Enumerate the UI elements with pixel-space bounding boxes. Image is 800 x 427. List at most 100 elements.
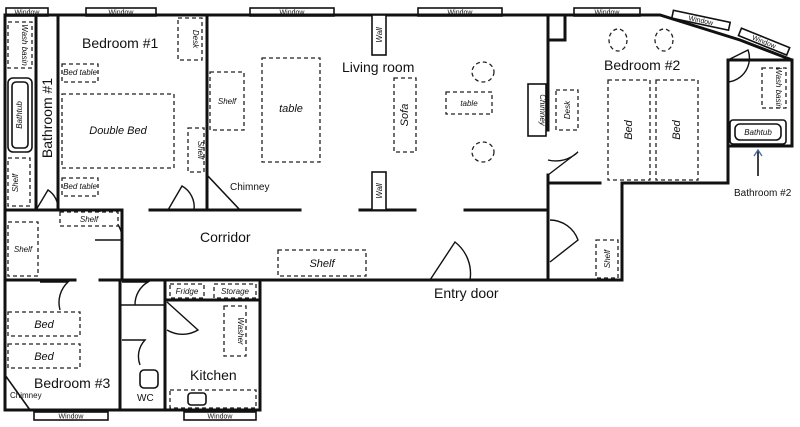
bathroom2: Wash basin Bathtub Bathroom #2 [729, 67, 792, 199]
svg-text:Shelf: Shelf [14, 245, 33, 254]
svg-text:Desk: Desk [563, 100, 572, 119]
bathroom1-label: Bathroom #1 [39, 78, 55, 158]
shelf-corridor-left [7, 221, 39, 277]
interior-walls [3, 13, 794, 412]
lamp-2 [654, 28, 674, 52]
door-bathroom1 [35, 189, 59, 211]
wall-pillar-bottom [371, 171, 387, 211]
svg-text:Shelf: Shelf [309, 258, 335, 270]
chimney-label-2: Chimney [10, 391, 42, 400]
living-room-label: Living room [342, 59, 414, 75]
desk-1 [177, 17, 203, 61]
kitchen: Fridge Storage Washer Kitchen [169, 283, 257, 409]
chair-1 [471, 61, 495, 83]
chimney-label-1: Chimney [230, 182, 269, 193]
windows-bottom: Window Window [33, 411, 257, 421]
entry-door-label: Entry door [434, 285, 499, 301]
sink [187, 392, 207, 406]
svg-text:Storage: Storage [221, 287, 250, 296]
bed-b3-1 [7, 311, 81, 337]
bathroom1: Wash basin Bathtub Bathroom #1 Shelf [7, 21, 55, 207]
door-wc [122, 281, 151, 306]
door-bedroom2 [547, 151, 579, 176]
svg-text:Desk: Desk [191, 30, 200, 49]
door-bedroom2-lower [549, 219, 579, 263]
bed-b2-2 [655, 79, 699, 181]
bed-b3-2 [7, 343, 81, 369]
svg-text:Shelf: Shelf [11, 173, 20, 192]
svg-text:table: table [460, 99, 478, 108]
svg-text:table: table [279, 103, 303, 115]
chimney-b2 [527, 83, 547, 137]
svg-text:Shelf: Shelf [196, 141, 205, 160]
bedroom1: Bedroom #1 Desk Bed table Double Bed Bed… [61, 17, 205, 197]
svg-text:Fridge: Fridge [176, 287, 199, 296]
outer-walls [3, 13, 794, 412]
doors [35, 49, 751, 366]
door-bedroom1 [167, 185, 195, 211]
corridor-label: Corridor [200, 229, 251, 245]
shelf-bed1 [187, 127, 205, 173]
svg-text:Chimney: Chimney [538, 94, 547, 127]
double-bed [61, 93, 175, 169]
washer [223, 305, 247, 357]
svg-text:Bathtub: Bathtub [15, 101, 24, 129]
kitchen-label: Kitchen [190, 367, 237, 383]
svg-text:Window: Window [595, 10, 621, 17]
bathroom2-label: Bathroom #2 [734, 188, 792, 199]
svg-text:Window: Window [59, 414, 85, 421]
bedroom3: Bed Bed Bedroom #3 Chimney [7, 311, 110, 400]
shelf-bath1 [7, 157, 31, 207]
svg-text:Wash basin: Wash basin [20, 24, 29, 66]
bed-b2-1 [607, 79, 651, 181]
svg-text:Wash basin: Wash basin [774, 67, 783, 109]
corridor: Corridor Shelf Shelf Shelf Shelf Entry d… [7, 211, 619, 301]
svg-text:Shelf: Shelf [80, 215, 99, 224]
door-bedroom3 [40, 281, 70, 311]
svg-text:Wall: Wall [375, 183, 384, 199]
shelf-corridor [277, 249, 367, 277]
svg-text:Bed: Bed [623, 119, 635, 139]
counter [169, 389, 257, 409]
lamp-1 [608, 28, 628, 52]
bed-table-2 [61, 177, 99, 197]
wc: WC [137, 369, 159, 404]
shelf-corridor-top [59, 211, 119, 227]
svg-text:Shelf: Shelf [218, 97, 237, 106]
living-room: Living room Shelf table Wall Sofa table … [209, 14, 495, 211]
svg-text:Window: Window [448, 10, 474, 17]
shelf-living [209, 71, 245, 131]
svg-text:Window: Window [280, 10, 306, 17]
wall-pillar-top [371, 14, 387, 56]
bedroom3-label: Bedroom #3 [34, 375, 110, 391]
svg-text:Window: Window [15, 10, 41, 17]
bedroom2: Bedroom #2 Chimney Desk Bed Bed [527, 28, 699, 181]
desk-2 [555, 89, 579, 131]
table-small [445, 91, 493, 115]
svg-text:Bed: Bed [671, 119, 683, 139]
svg-text:Bed table: Bed table [63, 182, 97, 191]
window-9: Window [183, 411, 257, 421]
svg-text:Washer: Washer [236, 317, 245, 345]
bedroom1-label: Bedroom #1 [82, 35, 158, 51]
shelf-corridor-right [595, 239, 619, 279]
svg-text:Window: Window [109, 10, 135, 17]
svg-text:Bed table: Bed table [63, 68, 97, 77]
storage [213, 283, 257, 299]
door-kitchen [166, 301, 200, 336]
svg-text:Bed: Bed [34, 351, 54, 363]
svg-text:Double Bed: Double Bed [89, 125, 147, 137]
door-bathroom2 [727, 49, 751, 83]
toilet [139, 369, 159, 389]
table-large [261, 57, 321, 163]
wash-basin-1 [7, 21, 33, 69]
svg-text:Bathtub: Bathtub [744, 128, 772, 137]
svg-text:Sofa: Sofa [399, 104, 411, 127]
window-8: Window [33, 411, 109, 421]
wc-label: WC [137, 393, 154, 404]
door-entry [429, 240, 472, 281]
wash-basin-2 [761, 67, 787, 109]
bed-table-1 [61, 63, 99, 83]
